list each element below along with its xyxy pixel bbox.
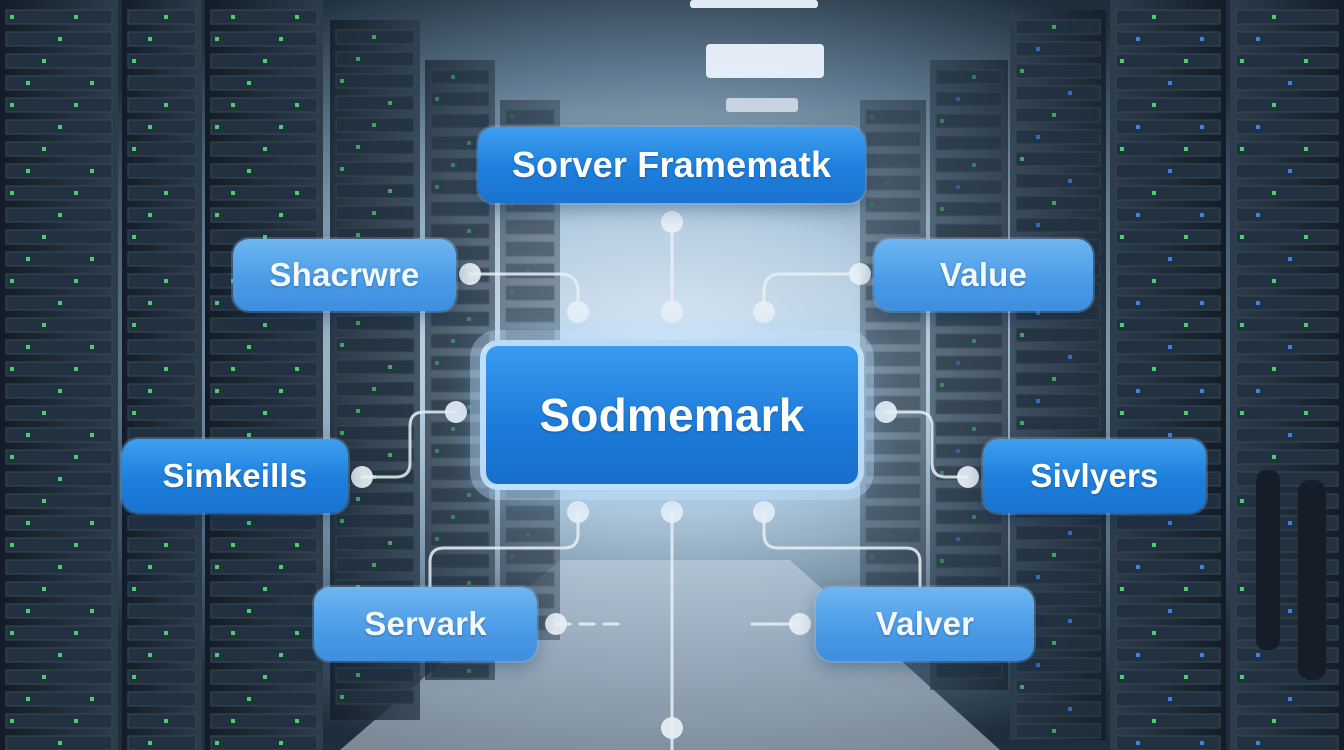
node-mid-right-label: Sivlyers	[1030, 457, 1159, 494]
node-upper-right-label: Value	[939, 256, 1028, 293]
node-top: Sorver Framematk	[478, 127, 865, 203]
node-lower-right: Valver	[816, 587, 1034, 661]
node-lower-left-label: Servark	[364, 605, 487, 642]
node-top-label: Sorver Framematk	[511, 144, 832, 185]
node-mid-right: Sivlyers	[983, 439, 1206, 513]
node-lower-right-label: Valver	[875, 605, 975, 642]
node-mid-left: Simkeills	[122, 439, 348, 513]
node-upper-left-label: Shacrwre	[269, 256, 420, 293]
node-upper-left: Shacrwre	[233, 239, 456, 311]
node-center-label: Sodmemark	[539, 389, 805, 441]
node-center: Sodmemark	[480, 340, 864, 490]
node-lower-left: Servark	[314, 587, 537, 661]
node-mid-left-label: Simkeills	[162, 457, 308, 494]
node-upper-right: Value	[874, 239, 1093, 311]
